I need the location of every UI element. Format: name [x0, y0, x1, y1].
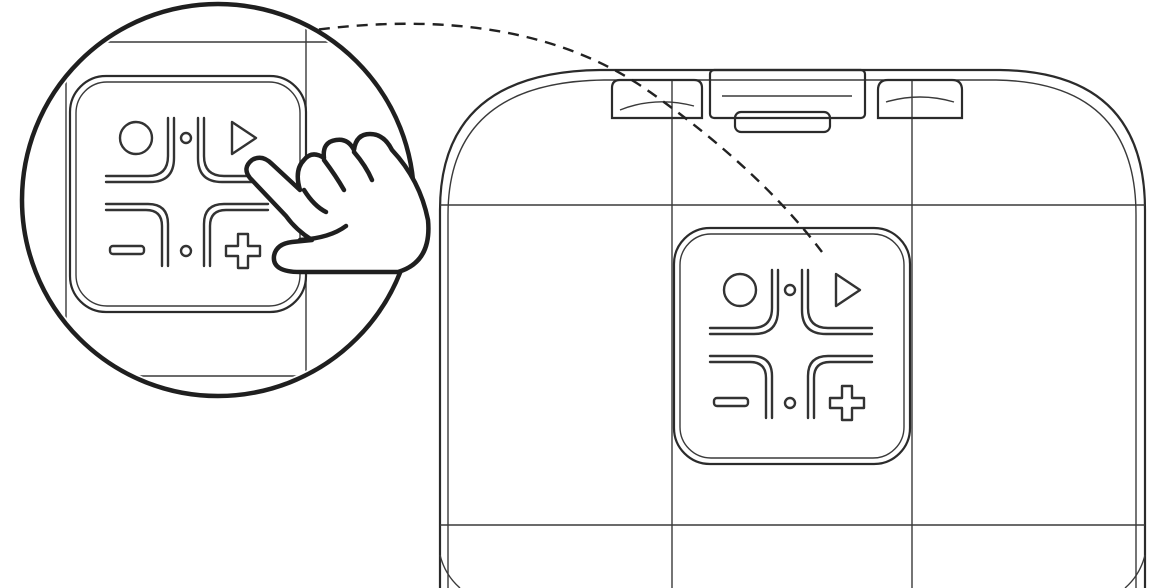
control-panel: [672, 226, 912, 466]
dashed-leader-line: [299, 22, 823, 253]
magnified-control-panel: [19, 1, 431, 399]
speaker-body: [438, 68, 1147, 588]
pointing-hand-icon: [244, 131, 431, 275]
top-buttons: [610, 68, 964, 134]
